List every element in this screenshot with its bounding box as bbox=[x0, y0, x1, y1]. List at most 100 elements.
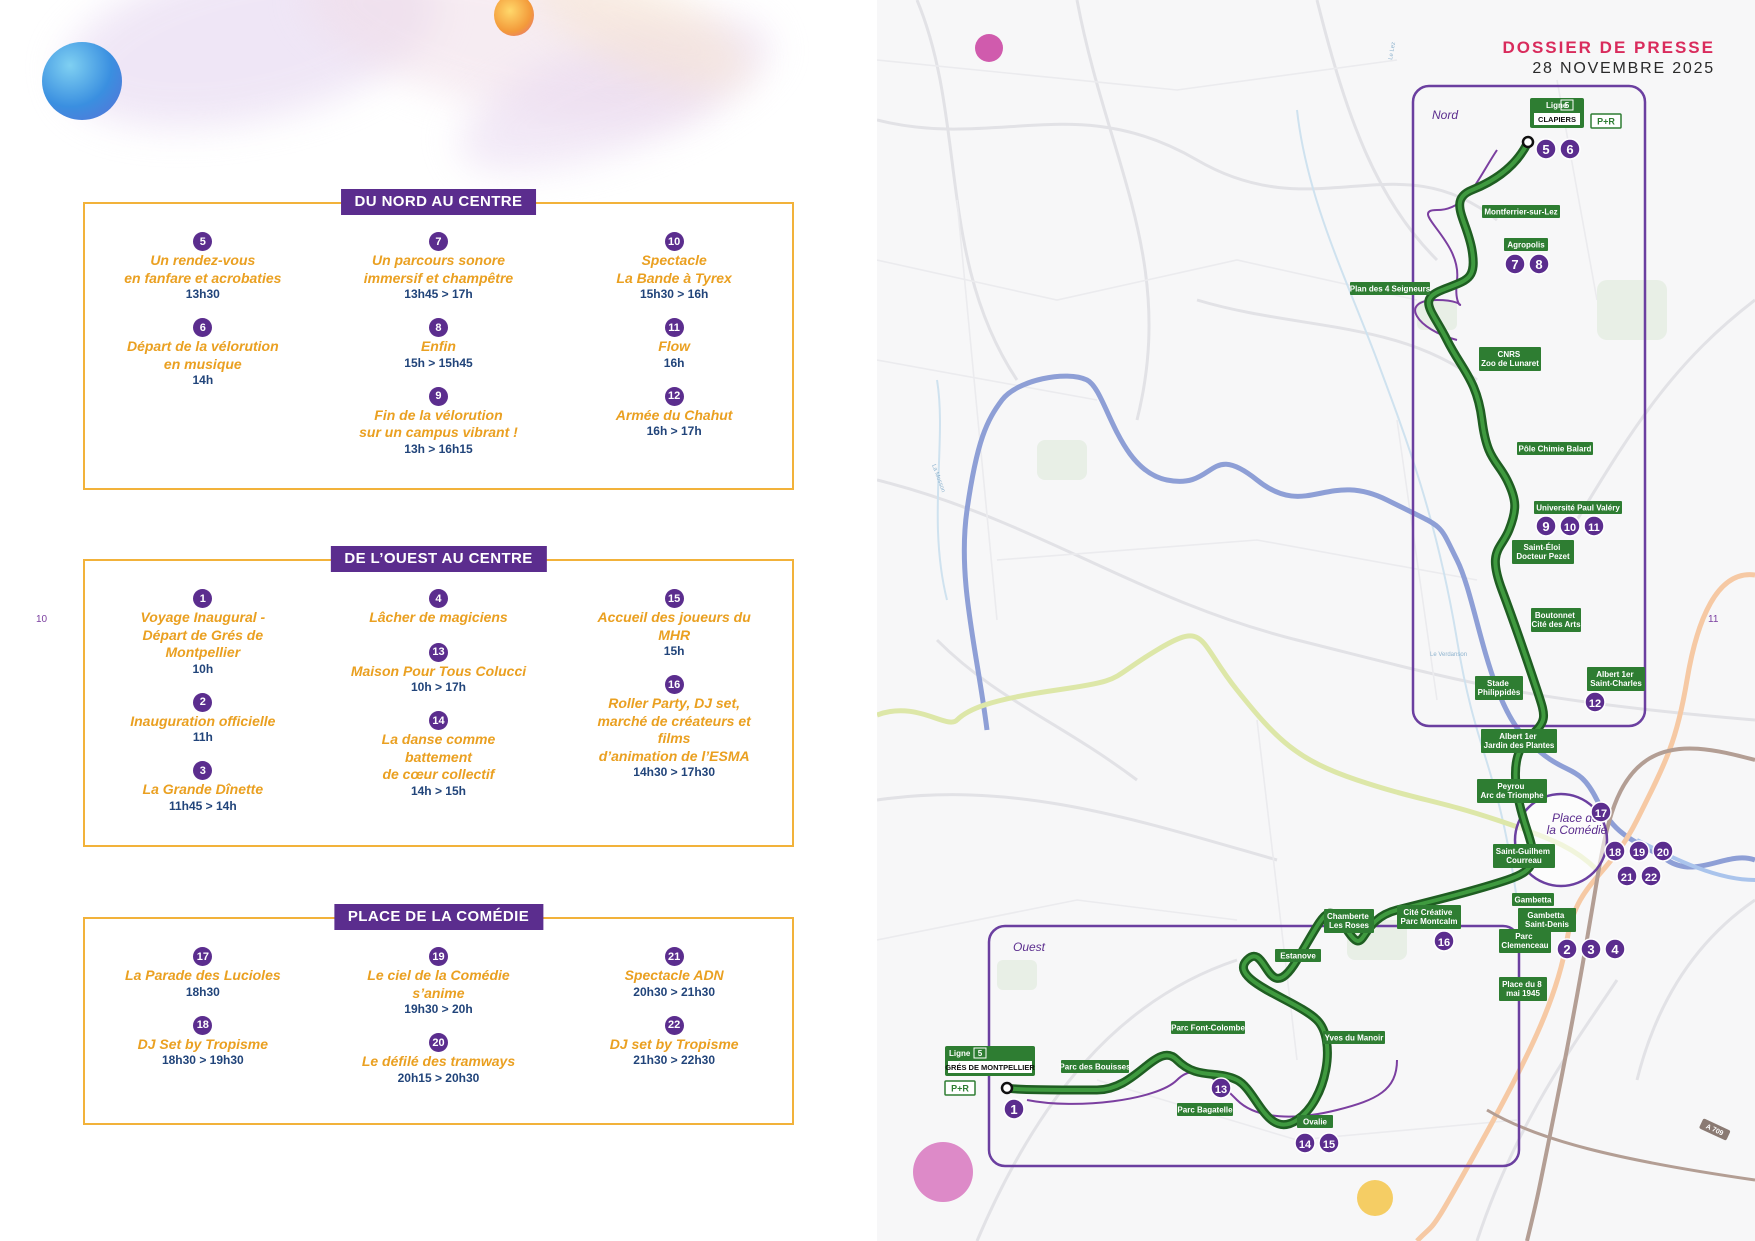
river-lez-label: Le Lez bbox=[1388, 42, 1397, 61]
station-pole-chimie: Pôle Chimie Balard bbox=[1517, 442, 1593, 455]
svg-text:12: 12 bbox=[1589, 698, 1601, 710]
terminus-north-box: Ligne 5 CLAPIERS P+R bbox=[1530, 98, 1622, 129]
zone-ouest-frame bbox=[987, 924, 1521, 1168]
svg-text:14: 14 bbox=[1299, 1139, 1312, 1151]
marker-11: 11 bbox=[1583, 515, 1605, 537]
svg-text:Parc Clemenceau: Parc Clemenceau bbox=[1501, 932, 1548, 950]
event-19: 19 Le ciel de la Comédie s’anime 19h30 >… bbox=[367, 947, 510, 1017]
marker-16: 16 bbox=[1433, 930, 1455, 952]
event-time: 13h45 > 17h bbox=[404, 287, 473, 301]
svg-text:22: 22 bbox=[1645, 872, 1657, 884]
event-time: 14h30 > 17h30 bbox=[633, 765, 715, 779]
marker-21: 21 bbox=[1616, 865, 1638, 887]
event-title: Maison Pour Tous Colucci bbox=[350, 662, 527, 679]
svg-text:1: 1 bbox=[1010, 1102, 1017, 1117]
svg-text:9: 9 bbox=[1542, 519, 1549, 534]
event-badge: 12 bbox=[664, 386, 684, 406]
svg-text:Place du 8 mai 1945: Place du 8 mai 1945 bbox=[1502, 980, 1544, 998]
station-parc-bagatelle: Parc Bagatelle bbox=[1177, 1103, 1233, 1116]
event-time: 19h30 > 20h bbox=[404, 1002, 473, 1016]
marker-19: 19 bbox=[1628, 840, 1650, 862]
terminus-north-dot bbox=[1521, 135, 1535, 149]
event-17: 17 La Parade des Lucioles 18h30 bbox=[125, 947, 281, 1000]
svg-text:Albert 1er Jardin de: Albert 1er Jardin des Plantes bbox=[1484, 732, 1555, 750]
event-time: 13h30 bbox=[185, 287, 220, 301]
event-14: 14 La danse comme battement de cœur coll… bbox=[382, 711, 495, 799]
station-gambetta: Gambetta bbox=[1512, 893, 1554, 906]
tram-line-yellow bbox=[877, 633, 1599, 872]
station-chamberte: Chamberte Les Roses bbox=[1324, 909, 1374, 933]
station-saint-eloi: Saint-Éloi Docteur Pezet bbox=[1512, 540, 1574, 564]
event-title: Départ de la vélorution en musique bbox=[126, 338, 279, 372]
event-time: 15h bbox=[663, 644, 685, 658]
marker-12: 12 bbox=[1584, 691, 1606, 713]
station-8mai-line2: mai 1945 bbox=[1506, 989, 1540, 998]
dossier-title: DOSSIER DE PRESSE bbox=[1502, 38, 1715, 57]
marker-8: 8 bbox=[1528, 253, 1550, 275]
panel-comedie: PLACE DE LA COMÉDIE 17 La Parade des Luc… bbox=[83, 904, 794, 1125]
station-albert1-jdp-line1: Albert 1er bbox=[1499, 732, 1536, 741]
event-badge: 16 bbox=[664, 675, 684, 694]
svg-text:Parc des Bouisses: Parc des Bouisses bbox=[1059, 1063, 1131, 1072]
event-badge: 19 bbox=[428, 947, 448, 966]
event-badge: 2 bbox=[193, 692, 213, 712]
event-time: 15h > 15h45 bbox=[404, 355, 473, 370]
station-montferrier: Montferrier-sur-Lez bbox=[1482, 205, 1560, 218]
event-badge: 3 bbox=[193, 761, 213, 780]
event-badge: 7 bbox=[428, 232, 448, 251]
station-saint-eloi-line1: Saint-Éloi bbox=[1523, 543, 1560, 552]
svg-text:Peyrou Arc de Triomp: Peyrou Arc de Triomphe bbox=[1480, 782, 1544, 800]
station-peyrou-line1: Peyrou bbox=[1497, 782, 1524, 791]
station-peyrou: Peyrou Arc de Triomphe bbox=[1477, 779, 1547, 803]
svg-text:20: 20 bbox=[1657, 847, 1669, 859]
event-title: Spectacle La Bande à Tyrex bbox=[616, 252, 732, 286]
event-time: 10h > 17h bbox=[410, 680, 466, 694]
station-albert1-jdp-line2: Jardin des Plantes bbox=[1484, 741, 1555, 750]
zone-nord-label: Nord bbox=[1432, 108, 1458, 122]
event-22: 22 DJ set by Tropisme 21h30 > 22h30 bbox=[609, 1015, 739, 1069]
event-time: 13h > 16h15 bbox=[404, 441, 473, 456]
svg-text:17: 17 bbox=[1595, 808, 1607, 820]
svg-text:Agropolis: Agropolis bbox=[1507, 241, 1545, 250]
event-title: Enfin bbox=[420, 338, 456, 354]
svg-text:Yves du Manoir: Yves du Manoir bbox=[1325, 1034, 1384, 1043]
nord-col-1: 5 Un rendez-vous en fanfare et acrobatie… bbox=[85, 232, 321, 473]
marker-22: 22 bbox=[1640, 865, 1662, 887]
svg-text:19: 19 bbox=[1633, 847, 1645, 859]
svg-text:8: 8 bbox=[1535, 257, 1542, 272]
panel-title-nord: DU NORD AU CENTRE bbox=[340, 189, 537, 215]
highway-label: A 709 bbox=[1699, 1118, 1731, 1141]
page-number-left: 10 bbox=[36, 614, 48, 625]
marker-3: 3 bbox=[1580, 938, 1602, 960]
svg-text:Gambetta Saint-Denis: Gambetta Saint-Denis bbox=[1525, 911, 1570, 929]
ouest-col-3: 15 Accueil des joueurs du MHR 15h 16 Rol… bbox=[556, 589, 792, 830]
event-5: 5 Un rendez-vous en fanfare et acrobatie… bbox=[124, 232, 281, 302]
nord-col-3: 10 Spectacle La Bande à Tyrex 15h30 > 16… bbox=[556, 232, 792, 473]
svg-text:Gambetta: Gambetta bbox=[1515, 896, 1552, 905]
station-albert1-stc-line2: Saint-Charles bbox=[1590, 679, 1642, 688]
svg-text:4: 4 bbox=[1611, 942, 1619, 957]
left-page: 10 DU NORD AU CENTRE 5 Un rendez-vous en… bbox=[0, 0, 877, 1241]
svg-text:Plan des 4 Seigneurs: Plan des 4 Seigneurs bbox=[1350, 285, 1431, 294]
event-title: Un parcours sonore immersif et champêtre bbox=[363, 252, 514, 286]
event-4: 4 Lâcher de magiciens bbox=[369, 589, 508, 627]
svg-text:2: 2 bbox=[1563, 942, 1570, 957]
event-time: 20h15 > 20h30 bbox=[397, 1070, 480, 1085]
svg-text:Parc Bagatelle: Parc Bagatelle bbox=[1177, 1106, 1233, 1115]
event-badge: 8 bbox=[428, 318, 448, 337]
svg-text:Cité Créative Parc M: Cité Créative Parc Montcalm bbox=[1401, 908, 1458, 926]
event-badge: 6 bbox=[193, 318, 213, 337]
station-stade: Stade Philippidès bbox=[1475, 676, 1523, 700]
svg-text:Saint-Guilhem Courre: Saint-Guilhem Courreau bbox=[1496, 847, 1552, 865]
station-chamberte-line2: Les Roses bbox=[1329, 921, 1370, 930]
station-boutonnet-line1: Boutonnet bbox=[1535, 611, 1575, 620]
event-time: 14h > 15h bbox=[410, 783, 466, 798]
event-title: DJ set by Tropisme bbox=[609, 1035, 739, 1052]
terminus-west-box: Ligne 5 GRÉS DE MONTPELLIER P+R bbox=[944, 1046, 1035, 1096]
svg-text:Parc Font-Colombe: Parc Font-Colombe bbox=[1171, 1024, 1245, 1033]
station-parc-font-colombe: Parc Font-Colombe bbox=[1171, 1021, 1245, 1034]
marker-7: 7 bbox=[1504, 253, 1526, 275]
station-labels: Montferrier-sur-Lez Agropolis Plan des 4… bbox=[1059, 205, 1645, 1128]
event-badge: 14 bbox=[428, 711, 448, 730]
event-15: 15 Accueil des joueurs du MHR 15h bbox=[598, 589, 751, 659]
